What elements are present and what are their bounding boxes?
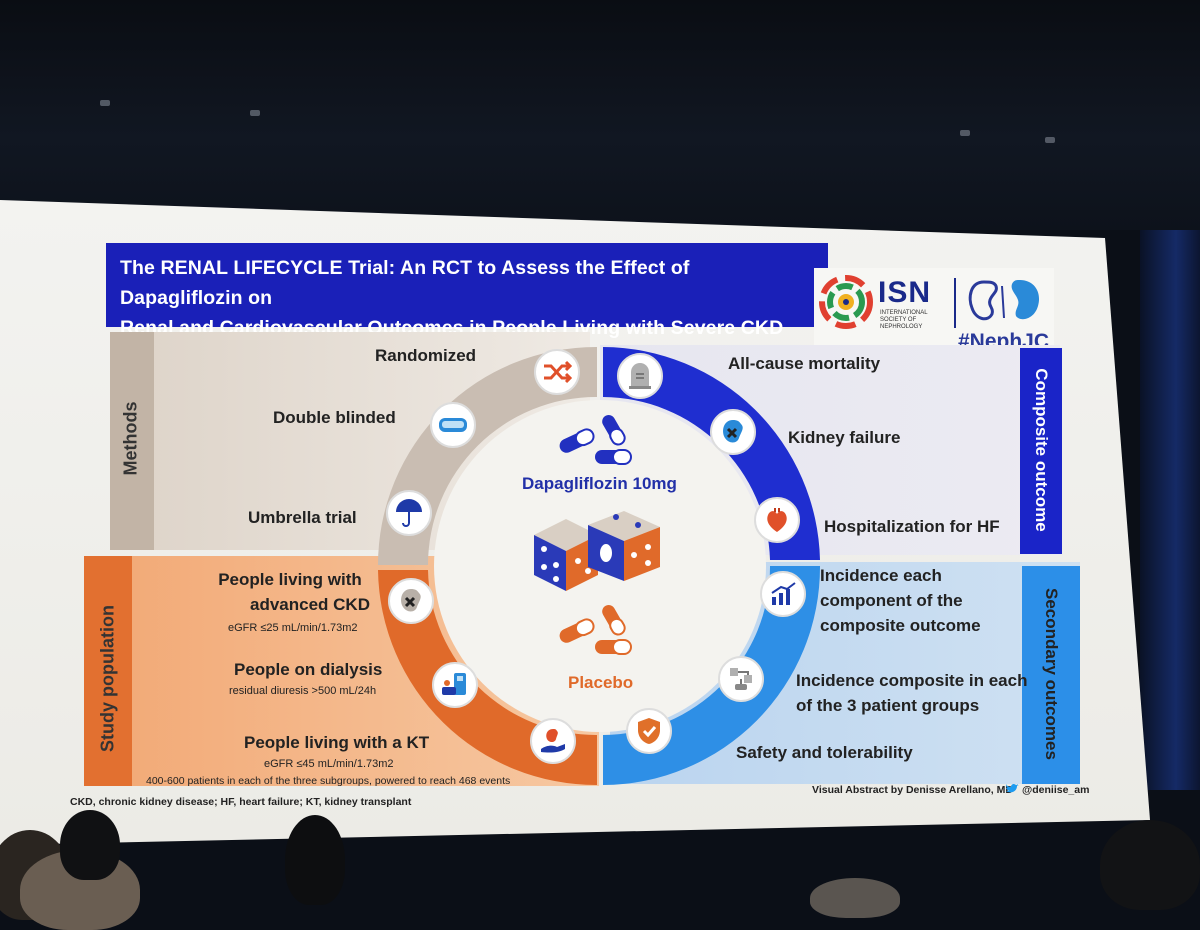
- study-item-ckd-line1: People living with: [218, 570, 362, 589]
- secondary-side-bar: [1022, 566, 1080, 784]
- dice-icon: [534, 511, 660, 591]
- pills-icon: [559, 415, 632, 465]
- secondary-item-1-line1: Incidence each: [820, 566, 942, 585]
- study-item-ckd-detail: eGFR ≤25 mL/min/1.73m2: [228, 622, 358, 634]
- secondary-item-2-line1: Incidence composite in each: [796, 671, 1028, 690]
- secondary-item-1-line2: component of the: [820, 591, 963, 610]
- blue-lit-wall: [1140, 230, 1200, 790]
- kidney-failure-icon: [710, 409, 756, 455]
- study-item-dialysis: People on dialysis: [234, 660, 383, 679]
- credit-text: Visual Abstract by Denisse Arellano, MD: [812, 784, 1013, 796]
- composite-item-mortality: All-cause mortality: [728, 354, 881, 373]
- twitter-icon: [1006, 783, 1019, 793]
- secondary-item-1-line3: composite outcome: [820, 616, 981, 635]
- isn-logo-text: ISN: [878, 276, 932, 309]
- slide-title: The RENAL LIFECYCLE Trial: An RCT to Ass…: [106, 243, 828, 339]
- ceiling-light: [100, 100, 110, 106]
- chart-icon: [760, 571, 806, 617]
- twitter-handle: @deniise_am: [1022, 784, 1090, 796]
- shield-check-icon: [626, 708, 672, 754]
- title-line-1: The RENAL LIFECYCLE Trial: An RCT to Ass…: [120, 257, 690, 309]
- secondary-item-3: Safety and tolerability: [736, 743, 913, 762]
- isn-logo-subtext: INTERNATIONAL SOCIETY OF NEPHROLOGY: [880, 310, 928, 330]
- study-side-bar: [84, 556, 132, 786]
- placebo-label: Placebo: [568, 673, 634, 692]
- methods-item-randomized: Randomized: [375, 346, 477, 365]
- methods-item-double-blinded: Double blinded: [273, 408, 396, 427]
- goggles-icon: [430, 402, 476, 448]
- abbreviations-footnote: CKD, chronic kidney disease; HF, heart f…: [70, 796, 412, 808]
- tombstone-icon: [617, 353, 663, 399]
- ceiling-light: [250, 110, 260, 116]
- ceiling: [0, 0, 1200, 230]
- audience: [0, 790, 1200, 930]
- audience-head: [1100, 820, 1200, 910]
- kidney-hand-icon: [530, 718, 576, 764]
- logo-divider: [954, 278, 956, 328]
- umbrella-icon: [386, 490, 432, 536]
- shuffle-icon: [534, 349, 580, 395]
- study-item-kt-detail: eGFR ≤45 mL/min/1.73m2: [264, 758, 394, 770]
- study-item-ckd-line2: advanced CKD: [250, 595, 370, 614]
- secondary-item-2-line2: of the 3 patient groups: [796, 696, 980, 715]
- methods-side-bar: [110, 332, 154, 550]
- heart-icon: [754, 497, 800, 543]
- audience-head: [60, 810, 120, 880]
- study-item-kt: People living with a KT: [244, 733, 430, 752]
- ceiling-light: [960, 130, 970, 136]
- drug-label: Dapagliflozin 10mg: [522, 474, 677, 493]
- study-note: 400-600 patients in each of the three su…: [146, 775, 511, 787]
- composite-side-bar: [1020, 348, 1062, 554]
- methods-arc: [378, 346, 597, 565]
- composite-item-hospitalization: Hospitalization for HF: [824, 517, 1000, 536]
- audience-head: [285, 815, 345, 905]
- logo-area: ISN INTERNATIONAL SOCIETY OF NEPHROLOGY: [814, 268, 1054, 348]
- isn-logo-icon: [819, 275, 873, 329]
- study-item-dialysis-detail: residual diuresis >500 mL/24h: [229, 685, 377, 697]
- ckd-kidney-icon: [388, 578, 434, 624]
- audience-head: [810, 878, 900, 918]
- nephjc-kidney-icon: [968, 280, 1040, 321]
- dialysis-icon: [432, 662, 478, 708]
- ceiling-light: [1045, 137, 1055, 143]
- flow-icon: [718, 656, 764, 702]
- composite-item-kidney-failure: Kidney failure: [788, 428, 901, 447]
- placebo-pills-icon: [559, 605, 632, 655]
- methods-item-umbrella: Umbrella trial: [248, 508, 357, 527]
